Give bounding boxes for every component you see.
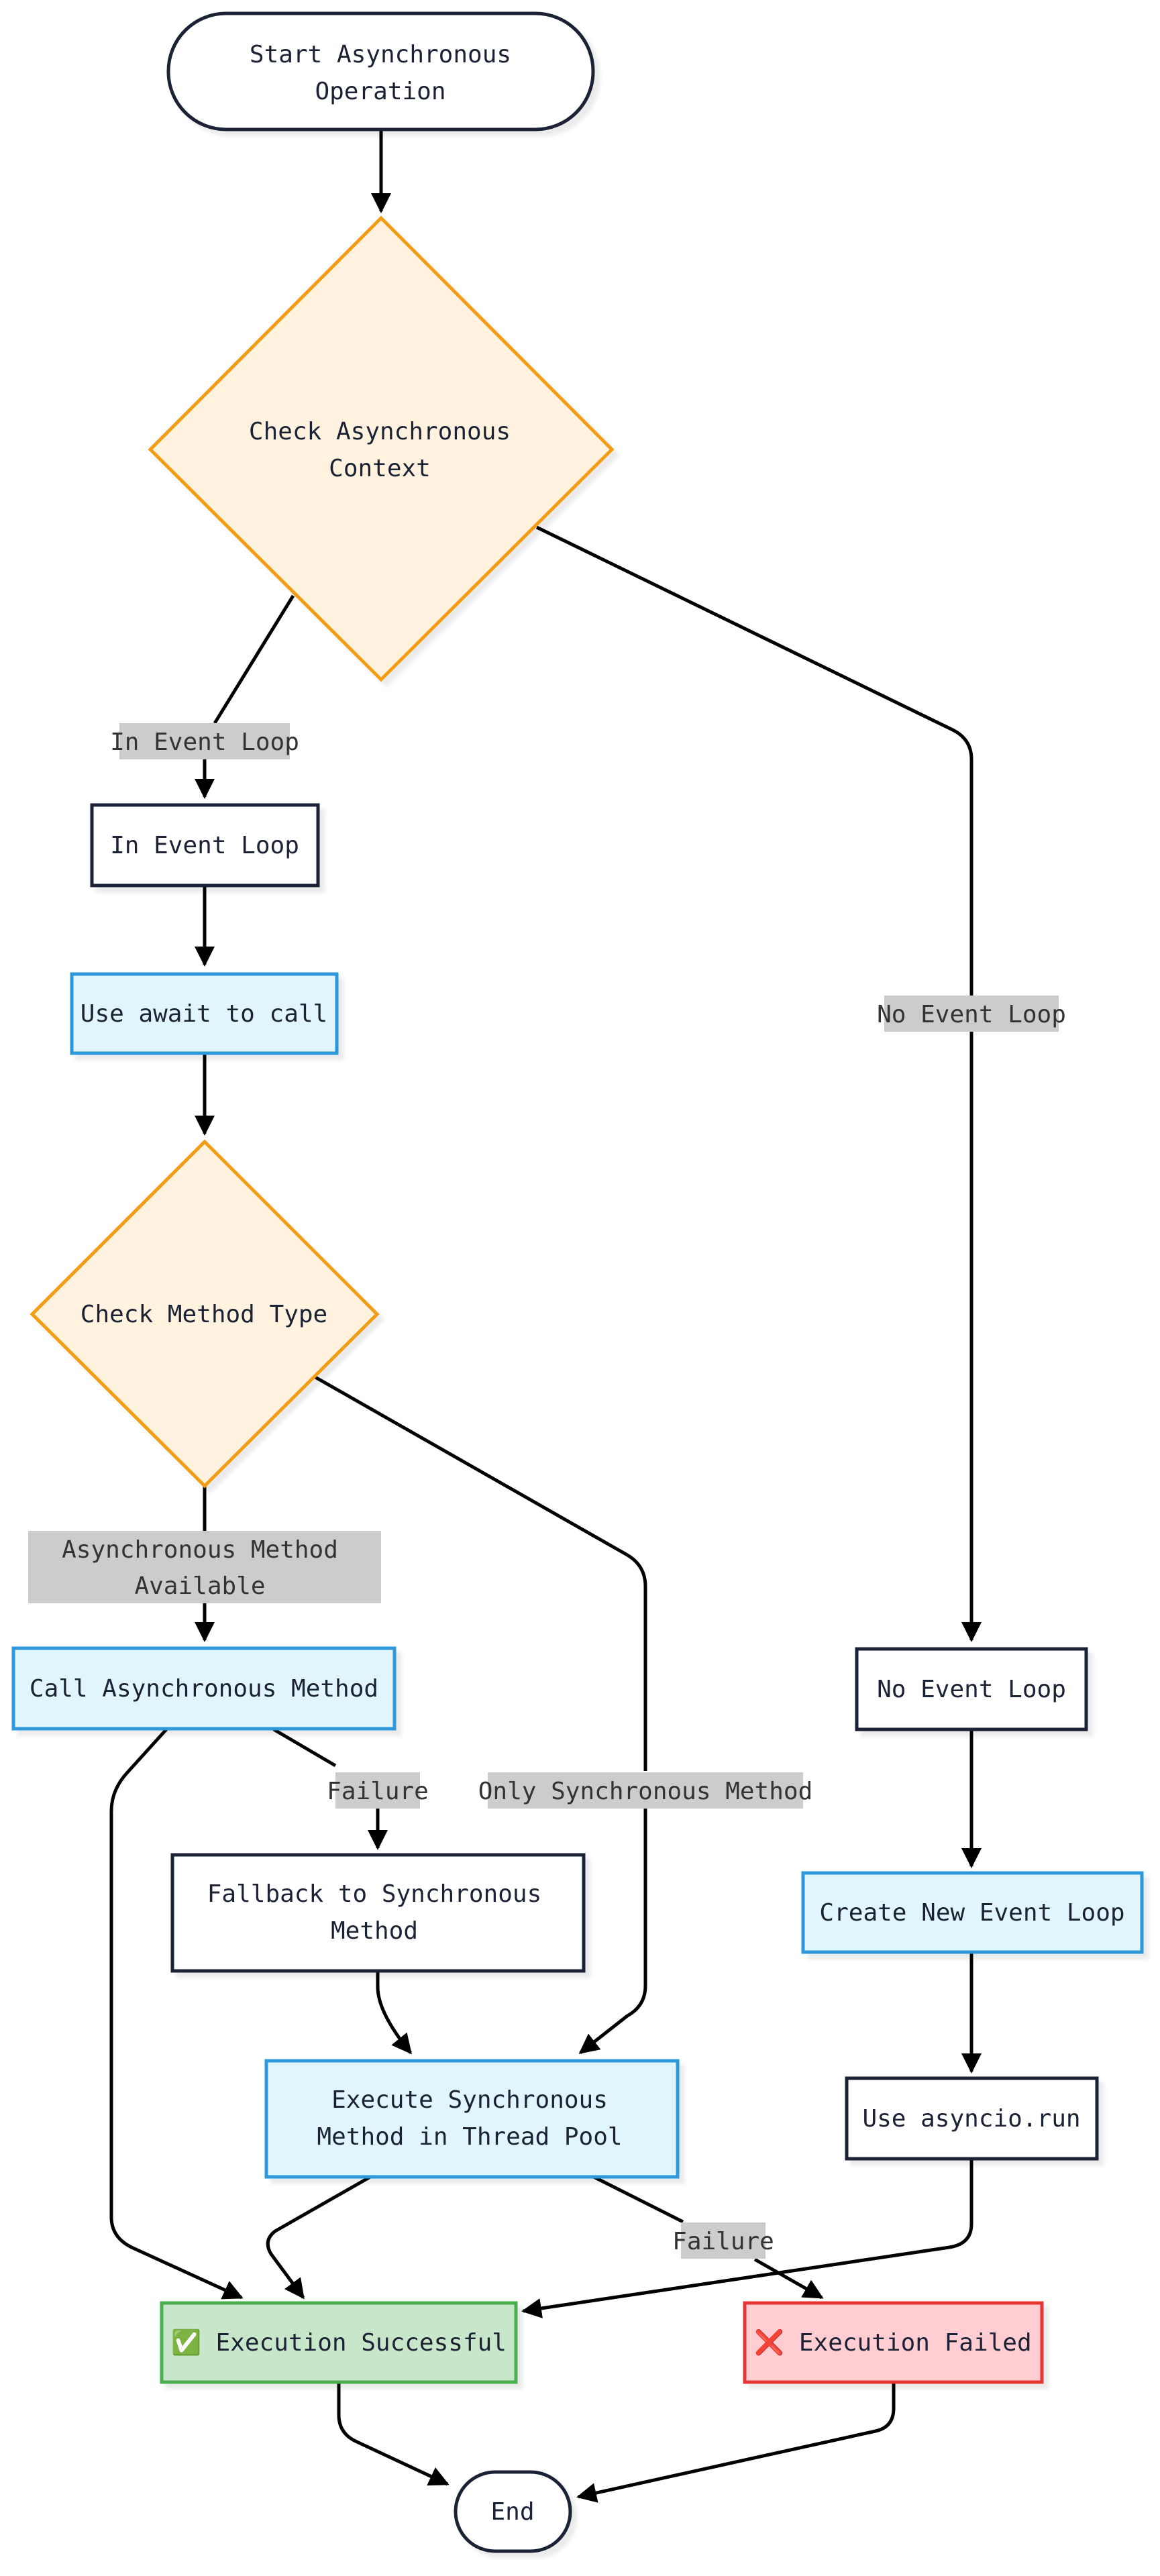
node-asyncio-run: Use asyncio.run [845, 2076, 1099, 2161]
edge-label-failure-async: Failure [327, 1772, 429, 1809]
edge-fallback-to-thread-pool [376, 1971, 412, 2055]
edge-label-failure-exec: Failure [672, 2222, 774, 2259]
svg-text:Start Asynchronous: Start Asynchronous [250, 41, 511, 68]
fallback-sync-box [170, 1853, 586, 1973]
svg-text:Use await to call: Use await to call [81, 1000, 327, 1028]
call-async-box [11, 1646, 397, 1731]
in-event-loop-box [90, 803, 320, 888]
edge-thread-pool-to-success [266, 2175, 372, 2300]
node-no-event-loop: No Event Loop [855, 1647, 1088, 1731]
svg-text:Check Method Type: Check Method Type [81, 1301, 327, 1328]
edge-asyncio-run-to-success [521, 2159, 973, 2318]
edge-check-context-to-in-event-loop [205, 594, 295, 797]
edge-call-async-to-fallback [272, 1727, 378, 1848]
check-method-diamond [30, 1139, 380, 1489]
edge-check-context-to-no-event-loop [535, 525, 973, 1006]
svg-text:Create New Event Loop: Create New Event Loop [819, 1899, 1124, 1927]
svg-text:Asynchronous Method: Asynchronous Method [62, 1536, 338, 1564]
use-await-box [70, 972, 339, 1055]
svg-text:Operation: Operation [315, 78, 445, 105]
node-success: ✅ Execution Successful [160, 2301, 518, 2384]
svg-text:✅ Execution Successful: ✅ Execution Successful [171, 2328, 507, 2357]
node-check-method: Check Method Type [30, 1139, 380, 1489]
edge-thread-pool-to-failed [592, 2175, 822, 2298]
node-use-await: Use await to call [70, 972, 339, 1055]
edge-label-only-sync: Only Synchronous Method [478, 1772, 813, 1809]
nodes: Start Asynchronous Operation Check Async… [11, 11, 1144, 2553]
check-context-diamond [148, 215, 615, 682]
svg-text:Call Asynchronous Method: Call Asynchronous Method [30, 1675, 378, 1703]
svg-text:Check Asynchronous: Check Asynchronous [249, 418, 511, 445]
svg-text:In Event Loop: In Event Loop [110, 832, 299, 859]
node-failed: ❌ Execution Failed [743, 2301, 1044, 2384]
node-call-async: Call Asynchronous Method [11, 1646, 397, 1731]
edge-labels: In Event Loop No Event Loop Asynchronous… [28, 723, 1066, 2259]
edge-failed-to-end [576, 2383, 896, 2503]
start-terminal [166, 11, 595, 131]
node-start: Start Asynchronous Operation [166, 11, 595, 131]
failed-box [743, 2301, 1044, 2384]
node-create-loop: Create New Event Loop [801, 1871, 1144, 1954]
node-check-context: Check Asynchronous Context [148, 215, 615, 682]
svg-text:Context: Context [329, 455, 431, 482]
svg-text:Method: Method [331, 1917, 418, 1945]
end-terminal [454, 2470, 572, 2553]
node-in-event-loop: In Event Loop [90, 803, 320, 888]
asyncio-run-box [845, 2076, 1099, 2161]
svg-text:Method in Thread Pool: Method in Thread Pool [317, 2123, 622, 2151]
create-loop-box [801, 1871, 1144, 1954]
svg-text:End: End [490, 2498, 534, 2526]
svg-text:❌ Execution Failed: ❌ Execution Failed [754, 2328, 1031, 2357]
node-exec-thread-pool: Execute Synchronous Method in Thread Poo… [264, 2059, 680, 2179]
edge-check-method-to-thread-pool [314, 1375, 647, 2053]
svg-text:No Event Loop: No Event Loop [877, 1001, 1066, 1028]
exec-thread-pool-box [264, 2059, 680, 2179]
edge-label-in-event-loop: In Event Loop [110, 723, 299, 759]
svg-text:Fallback to Synchronous: Fallback to Synchronous [207, 1880, 542, 1908]
edge-call-async-to-success [109, 1728, 244, 2300]
svg-text:Failure: Failure [672, 2228, 774, 2255]
svg-text:Failure: Failure [327, 1778, 429, 1805]
svg-text:Use asyncio.run: Use asyncio.run [862, 2105, 1080, 2133]
svg-text:Available: Available [134, 1572, 265, 1600]
edges [109, 131, 982, 2503]
svg-text:Execute Synchronous: Execute Synchronous [331, 2086, 608, 2114]
svg-text:Only Synchronous Method: Only Synchronous Method [478, 1778, 813, 1805]
success-box [160, 2301, 518, 2384]
edge-label-no-event-loop: No Event Loop [877, 996, 1066, 1032]
svg-text:No Event Loop: No Event Loop [877, 1676, 1066, 1703]
node-fallback-sync: Fallback to Synchronous Method [170, 1853, 586, 1973]
no-event-loop-box [855, 1647, 1088, 1731]
edge-label-async-available: Asynchronous Method Available [28, 1531, 381, 1603]
edge-success-to-end [337, 2383, 450, 2486]
node-end: End [454, 2470, 572, 2553]
svg-text:In Event Loop: In Event Loop [110, 729, 299, 756]
